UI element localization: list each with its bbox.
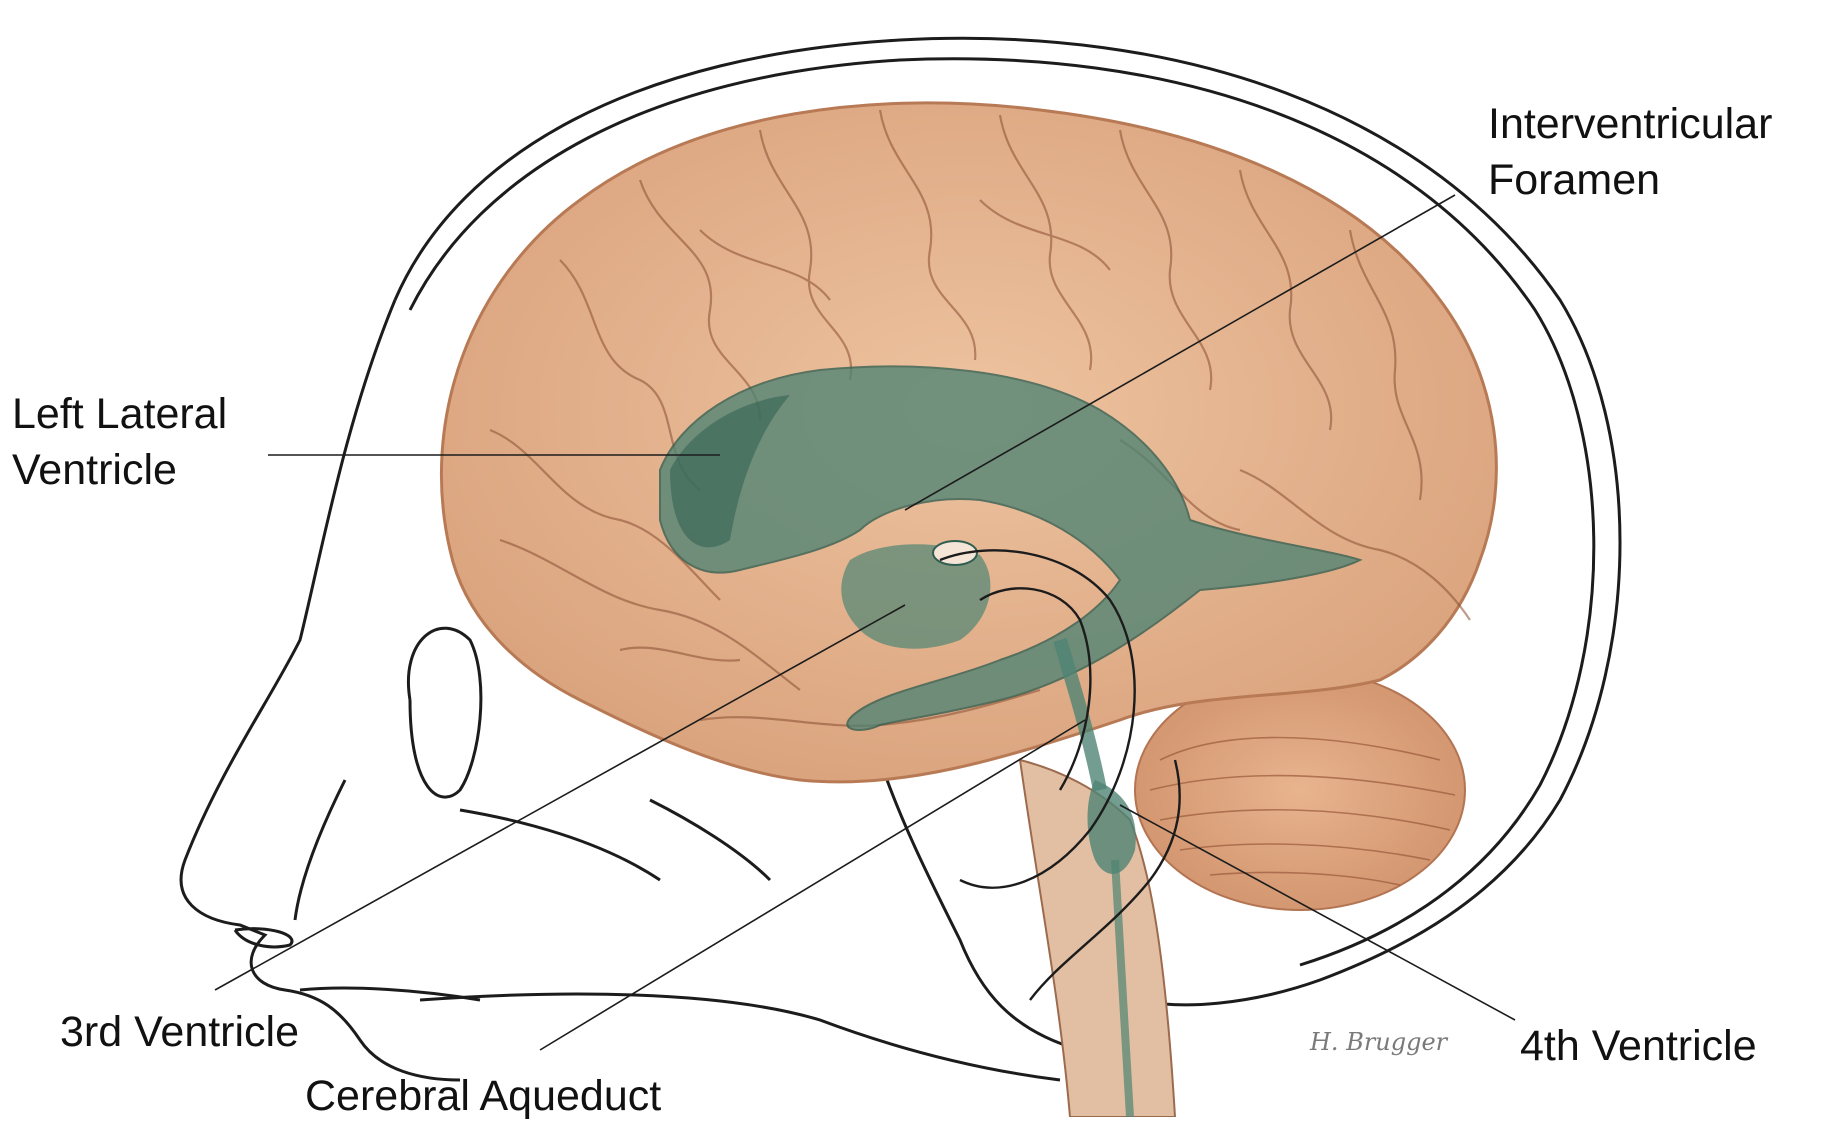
orbit-outline: [408, 628, 480, 797]
label-interventricular-line1: Interventricular: [1488, 96, 1772, 152]
label-left-lateral-line2: Ventricle: [12, 442, 227, 498]
label-left-lateral-line1: Left Lateral: [12, 386, 227, 442]
artist-signature: H. Brugger: [1309, 1028, 1449, 1056]
label-interventricular-line2: Foramen: [1488, 152, 1772, 208]
label-left-lateral-ventricle: Left Lateral Ventricle: [12, 386, 227, 498]
label-cerebral-aqueduct: Cerebral Aqueduct: [305, 1068, 661, 1124]
maxilla-line: [650, 800, 770, 880]
label-third-ventricle: 3rd Ventricle: [60, 1004, 299, 1060]
label-interventricular-foramen: Interventricular Foramen: [1488, 96, 1772, 208]
cerebellum: [1135, 670, 1465, 910]
cheekbone-line: [460, 810, 660, 880]
label-fourth-ventricle: 4th Ventricle: [1520, 1018, 1757, 1074]
nose-line: [295, 780, 345, 920]
